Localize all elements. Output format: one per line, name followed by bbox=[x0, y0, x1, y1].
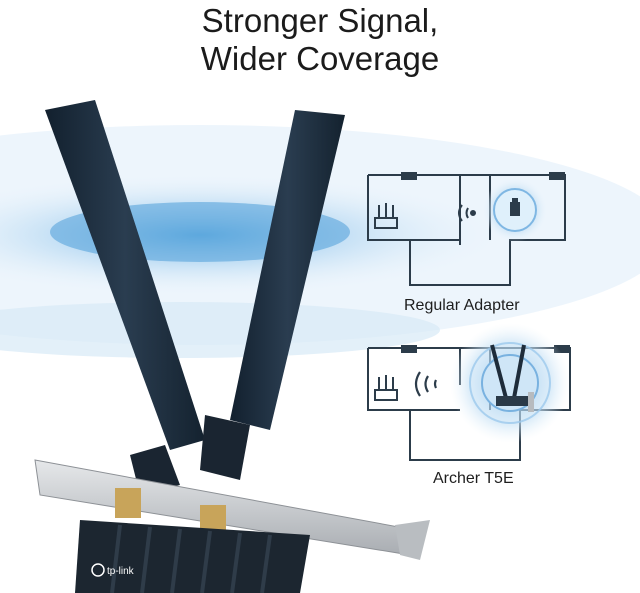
usb-adapter-icon bbox=[510, 202, 520, 216]
antenna-right bbox=[200, 110, 345, 480]
tplink-logo-text: tp-link bbox=[107, 566, 134, 577]
wifi-weak-icon bbox=[458, 204, 476, 222]
regular-adapter-caption: Regular Adapter bbox=[404, 297, 520, 314]
card-heatsink bbox=[75, 520, 310, 593]
regular-adapter-diagram bbox=[367, 172, 566, 286]
headline-line-1: Stronger Signal, bbox=[201, 2, 439, 39]
wifi-strong-icon bbox=[414, 371, 438, 397]
tplink-logo-icon bbox=[91, 563, 105, 577]
router-icon bbox=[374, 203, 398, 229]
headline: Stronger Signal, Wider Coverage bbox=[0, 2, 640, 78]
archer-caption: Archer T5E bbox=[433, 470, 514, 487]
router-icon-archer bbox=[374, 375, 398, 401]
archer-card-icon bbox=[490, 344, 534, 412]
headline-line-2: Wider Coverage bbox=[200, 40, 440, 77]
